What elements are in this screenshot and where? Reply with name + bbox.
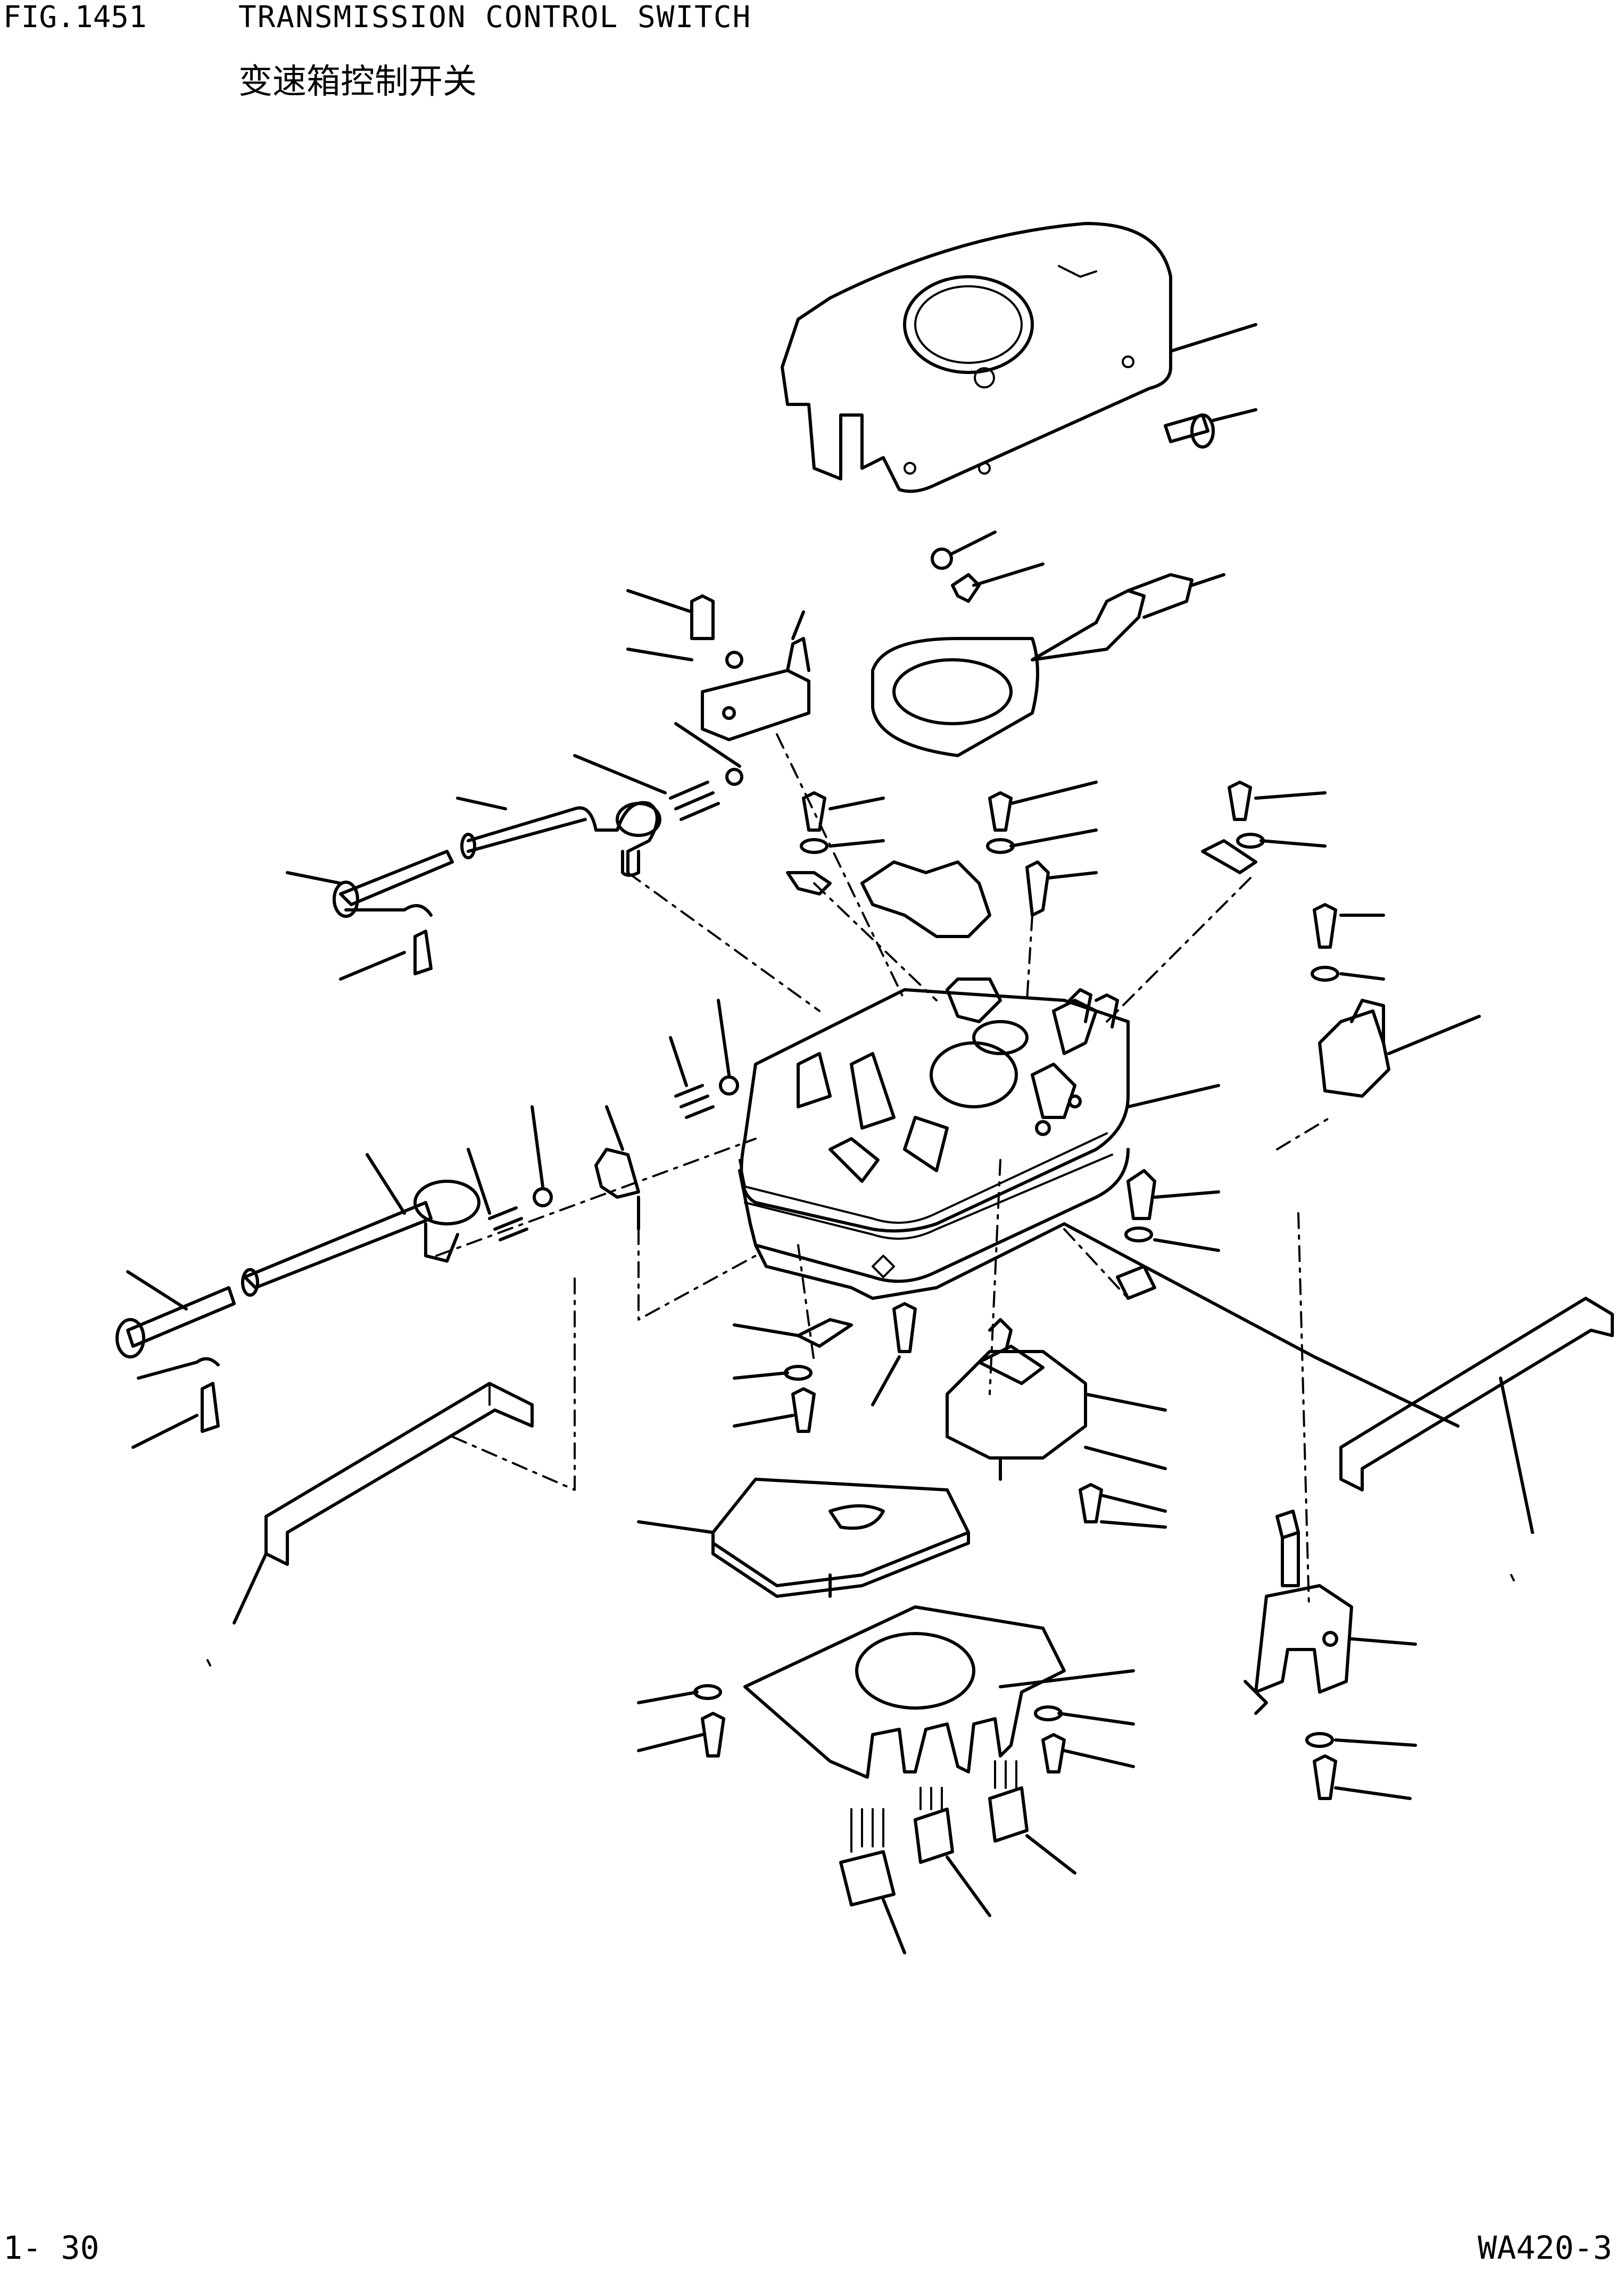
pin-upper	[286, 850, 454, 981]
lever-switch	[871, 531, 1225, 757]
rotary-switch	[946, 1318, 1167, 1481]
bracket-right	[1063, 1222, 1614, 1534]
detent-rod-lower	[241, 1153, 480, 1297]
connectors	[839, 1760, 1076, 1954]
stray-mark	[206, 1659, 211, 1667]
right-shaft-assembly	[1244, 1510, 1417, 1800]
diagram-title-english: TRANSMISSION CONTROL SWITCH	[238, 0, 752, 35]
spring-lower	[467, 999, 739, 1241]
cover-screw	[1164, 408, 1257, 449]
main-case	[738, 977, 1220, 1300]
screws-right-case	[1116, 1169, 1220, 1300]
model-code: WA420-3	[1478, 2229, 1612, 2267]
screws-lower-middle	[733, 1302, 1167, 1529]
pin-lower	[115, 1270, 236, 1449]
spring-upper	[573, 754, 720, 821]
diagram-title-chinese: 变速箱控制开关	[238, 62, 477, 102]
micro-switch	[626, 589, 810, 786]
switch-holder-plate	[637, 1478, 970, 1598]
page-number: 1- 30	[3, 2229, 100, 2267]
detent-rod-upper	[456, 797, 661, 877]
figure-label: FIG.1451	[3, 0, 147, 35]
top-cover	[781, 222, 1257, 493]
screw-row-top	[786, 781, 1327, 938]
base-plate	[637, 1605, 1135, 1779]
side-switch	[1311, 903, 1481, 1098]
stray-mark	[1510, 1574, 1515, 1581]
bracket-lower-left	[233, 1276, 576, 1624]
assembly-lines	[435, 733, 1331, 1608]
